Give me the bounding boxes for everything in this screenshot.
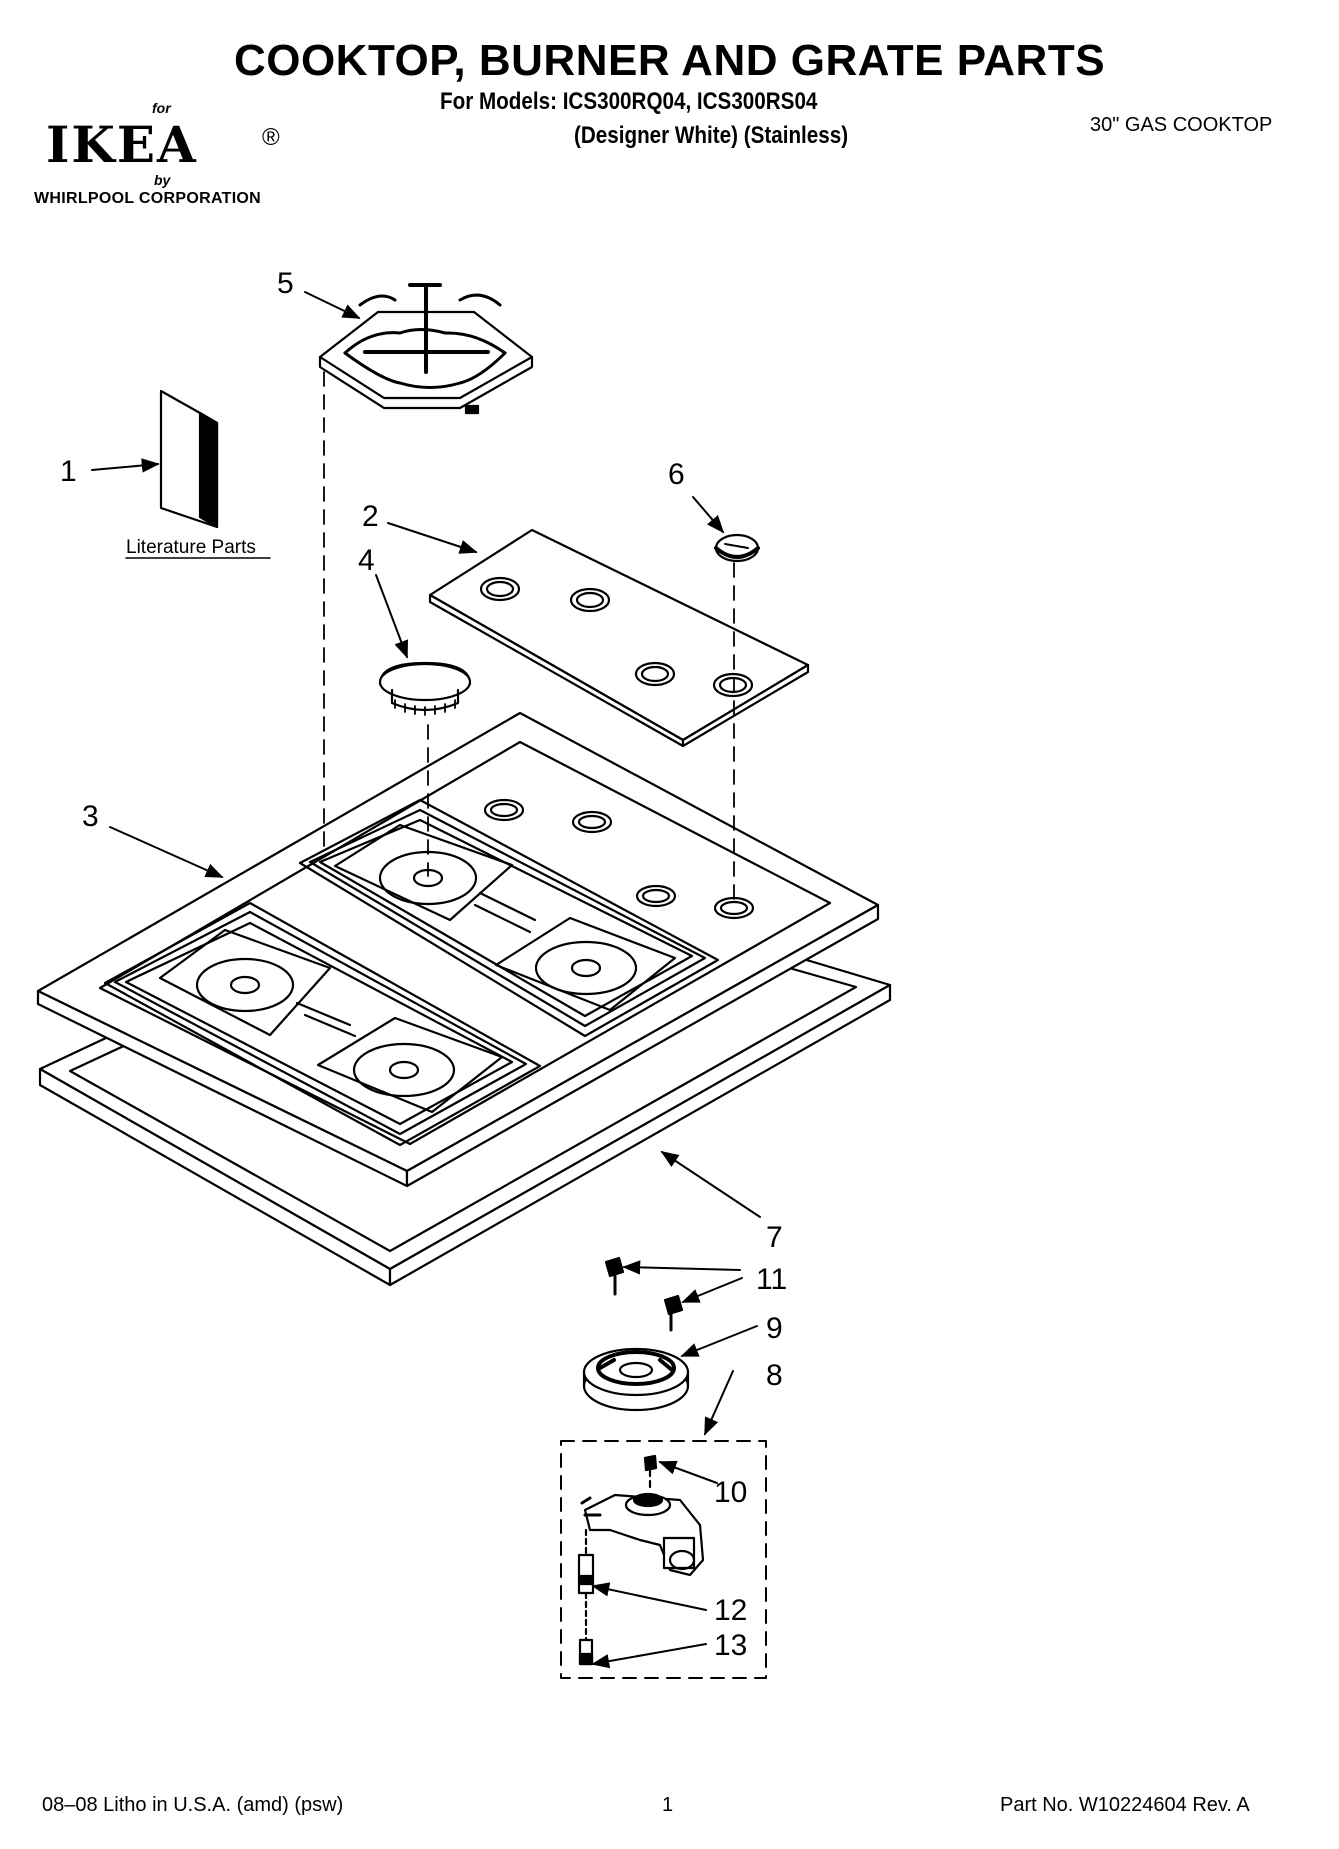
callout-4: 4: [358, 544, 375, 577]
burner-base: [582, 1347, 690, 1412]
variants-line: (Designer White) (Stainless): [574, 122, 849, 149]
callout-1: 1: [60, 455, 77, 488]
burner-cap-small: [714, 533, 760, 563]
callout-13: 13: [714, 1629, 747, 1662]
literature-parts-label: Literature Parts: [126, 537, 256, 558]
literature-card: [159, 389, 219, 529]
burner-front-right: [494, 916, 677, 1012]
footer-litho: 08–08 Litho in U.S.A. (amd) (psw): [42, 1794, 344, 1816]
ikea-logo: IKEA: [46, 115, 198, 174]
burner-front-left: [316, 1016, 504, 1114]
registered-mark: ®: [262, 124, 280, 151]
page-title: COOKTOP, BURNER AND GRATE PARTS: [233, 36, 1106, 85]
callout-numbers: 1 2 3 4 5 6 7 8 9 10 11 12 13: [60, 267, 787, 1662]
alignment-lines: [323, 371, 735, 901]
valve-assembly: [577, 1454, 705, 1666]
callout-2: 2: [362, 500, 379, 533]
burner-back-left: [158, 928, 357, 1038]
callout-6: 6: [668, 458, 685, 491]
callout-12: 12: [714, 1594, 747, 1627]
logo-for-text: for: [152, 100, 171, 116]
grate: [318, 283, 534, 415]
callout-8: 8: [766, 1359, 783, 1392]
whirlpool-corporation: WHIRLPOOL CORPORATION: [34, 190, 262, 207]
callout-3: 3: [82, 800, 99, 833]
logo-by-text: by: [154, 172, 171, 188]
cooktop-main: [36, 711, 880, 1188]
callout-10: 10: [714, 1476, 747, 1509]
page-number: 1: [662, 1794, 674, 1816]
product-type: 30" GAS COOKTOP: [1090, 114, 1273, 136]
callout-7: 7: [766, 1221, 783, 1254]
callout-leaders: [91, 291, 761, 1669]
burner-cap: [378, 661, 472, 716]
part-number: Part No. W10224604 Rev. A: [1000, 1794, 1250, 1816]
burner-back-right: [333, 823, 537, 934]
callout-5: 5: [277, 267, 294, 300]
screw-11a: [604, 1256, 625, 1296]
control-panel-plate: [428, 528, 810, 748]
models-line: For Models: ICS300RQ04, ICS300RS04: [440, 88, 818, 115]
callout-9: 9: [766, 1312, 783, 1345]
callout-11: 11: [756, 1263, 787, 1296]
screw-11b: [663, 1294, 684, 1332]
